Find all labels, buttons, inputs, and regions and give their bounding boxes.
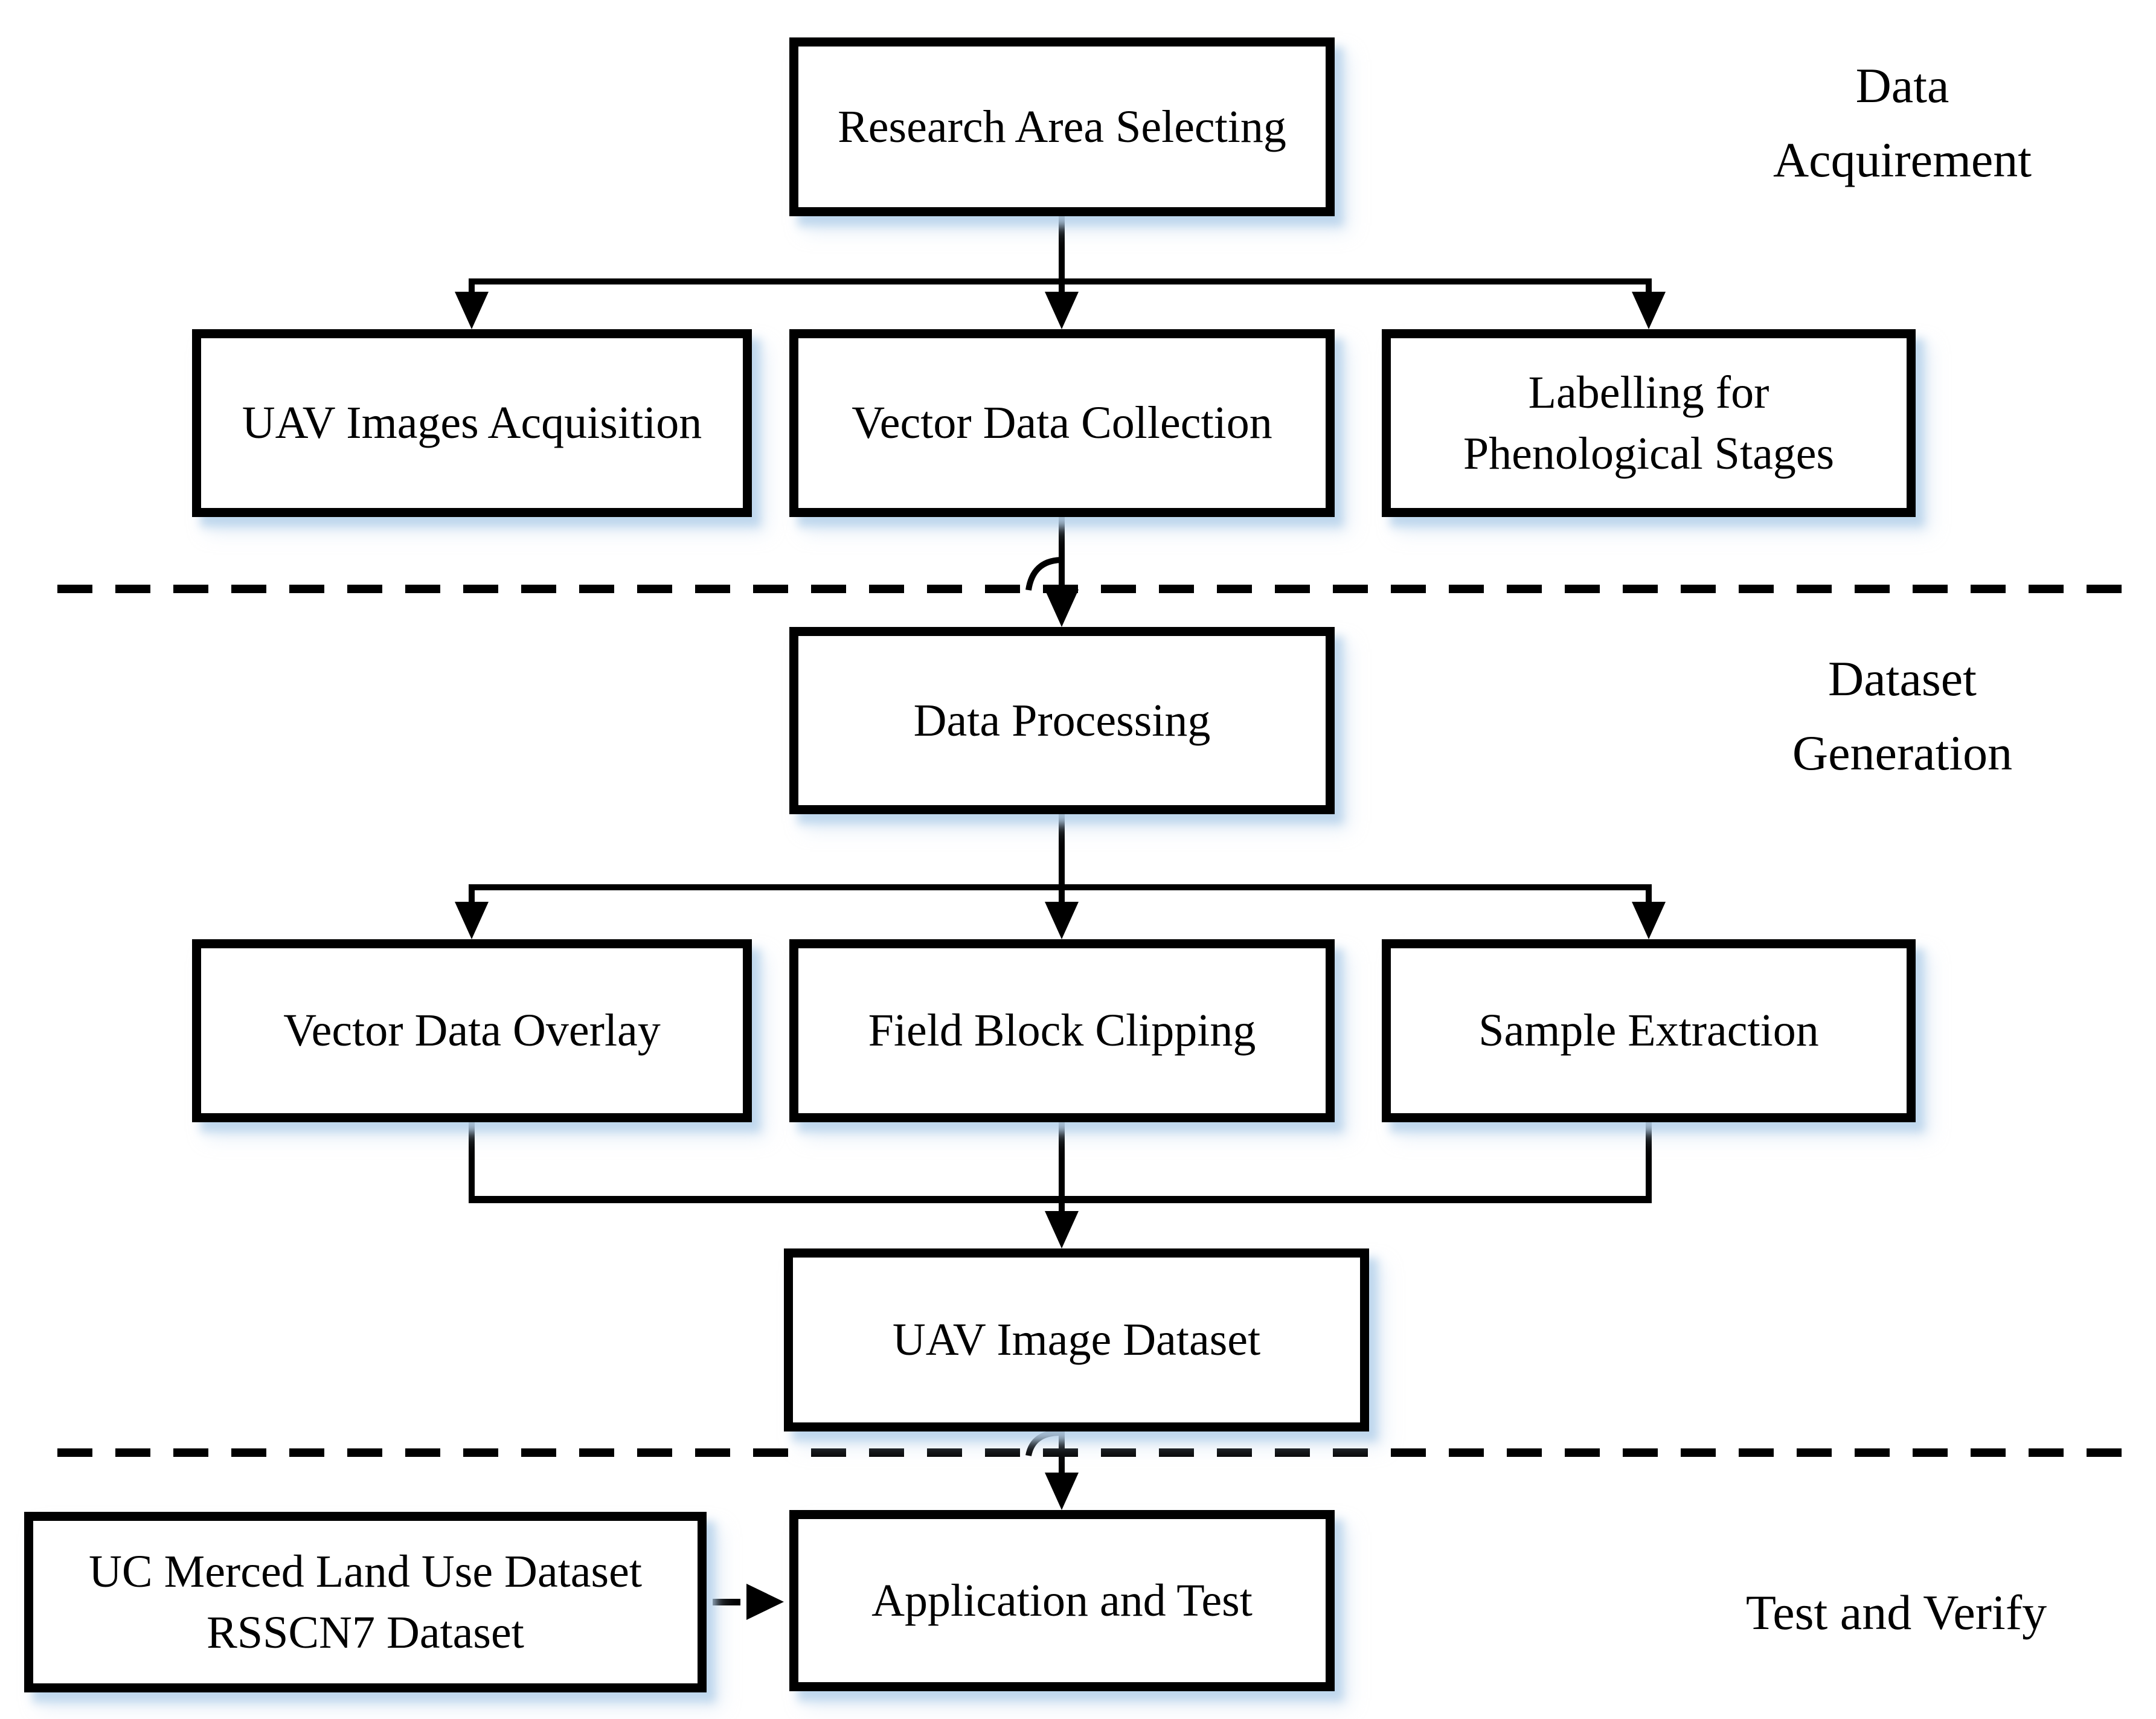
arrowhead-into-sample-extraction xyxy=(1632,902,1666,939)
arrow-stem xyxy=(1646,278,1652,300)
dashed-arrow-segment xyxy=(713,1599,740,1605)
box-label: Labelling for Phenological Stages xyxy=(1463,367,1835,479)
connector-overlay-down xyxy=(469,1122,475,1203)
box-label: Field Block Clipping xyxy=(868,1005,1256,1056)
arrowhead-into-application xyxy=(1045,1473,1079,1510)
box-label: UAV Images Acquisition xyxy=(242,397,702,449)
box-label: Vector Data Collection xyxy=(852,397,1272,449)
box-label: Vector Data Overlay xyxy=(283,1005,661,1056)
box-label: Research Area Selecting xyxy=(838,101,1286,152)
box-label: Application and Test xyxy=(871,1575,1253,1626)
flowchart-box-application-and-test: Application and Test xyxy=(789,1510,1335,1691)
section-label-dataset-generation: Dataset Generation xyxy=(1792,651,2013,780)
connector-processing-to-distribution xyxy=(1059,814,1065,890)
box-label: Sample Extraction xyxy=(1478,1005,1819,1056)
flowchart-box-data-processing: Data Processing xyxy=(789,627,1335,814)
arrowhead-into-vector-collection xyxy=(1045,292,1079,329)
arrow-stem xyxy=(469,884,475,908)
dashed-separator-1 xyxy=(57,585,2132,593)
box-label: UC Merced Land Use Dataset RSSCN7 Datase… xyxy=(89,1546,642,1658)
arrow-stem xyxy=(1059,278,1065,300)
connector-clipping-down xyxy=(1059,1122,1065,1214)
flowchart-box-field-block-clipping: Field Block Clipping xyxy=(789,939,1335,1122)
flowchart-box-vector-data-collection: Vector Data Collection xyxy=(789,329,1335,517)
arrowhead-into-labelling xyxy=(1632,292,1666,329)
line-jump-arc-2 xyxy=(1025,1430,1061,1457)
arrow-stem xyxy=(469,278,475,300)
flowchart-box-uav-images-acquisition: UAV Images Acquisition xyxy=(192,329,752,517)
flowchart-box-sample-extraction: Sample Extraction xyxy=(1382,939,1916,1122)
connector-research-to-distribution xyxy=(1059,216,1065,284)
connector-collection-to-processing xyxy=(1059,517,1065,592)
connector-dataset-to-application xyxy=(1059,1431,1065,1477)
flowchart-box-external-datasets: UC Merced Land Use Dataset RSSCN7 Datase… xyxy=(24,1512,707,1692)
line-jump-arc-1 xyxy=(1025,557,1061,591)
section-label-test-and-verify: Test and Verify xyxy=(1745,1585,2047,1640)
arrowhead-into-vector-overlay xyxy=(455,902,489,939)
arrowhead-into-uav-images xyxy=(455,292,489,329)
arrow-stem xyxy=(1059,884,1065,908)
flowchart-box-vector-data-overlay: Vector Data Overlay xyxy=(192,939,752,1122)
section-label-data-acquirement: Data Acquirement xyxy=(1773,58,2032,187)
arrow-stem xyxy=(1646,884,1652,908)
arrowhead-into-data-processing xyxy=(1045,590,1079,627)
connector-extraction-down xyxy=(1646,1122,1652,1203)
arrowhead-into-field-clipping xyxy=(1045,902,1079,939)
flowchart-box-uav-image-dataset: UAV Image Dataset xyxy=(784,1248,1369,1431)
arrowhead-into-uav-dataset xyxy=(1045,1211,1079,1248)
box-label: Data Processing xyxy=(913,695,1211,746)
flowchart-box-research-area-selecting: Research Area Selecting xyxy=(789,37,1335,216)
arrowhead-into-application-left xyxy=(746,1584,784,1620)
dashed-separator-2 xyxy=(57,1448,2132,1457)
converge-line xyxy=(469,1196,1652,1203)
box-label: UAV Image Dataset xyxy=(892,1314,1261,1366)
flowchart-box-labelling-phenological-stages: Labelling for Phenological Stages xyxy=(1382,329,1916,517)
